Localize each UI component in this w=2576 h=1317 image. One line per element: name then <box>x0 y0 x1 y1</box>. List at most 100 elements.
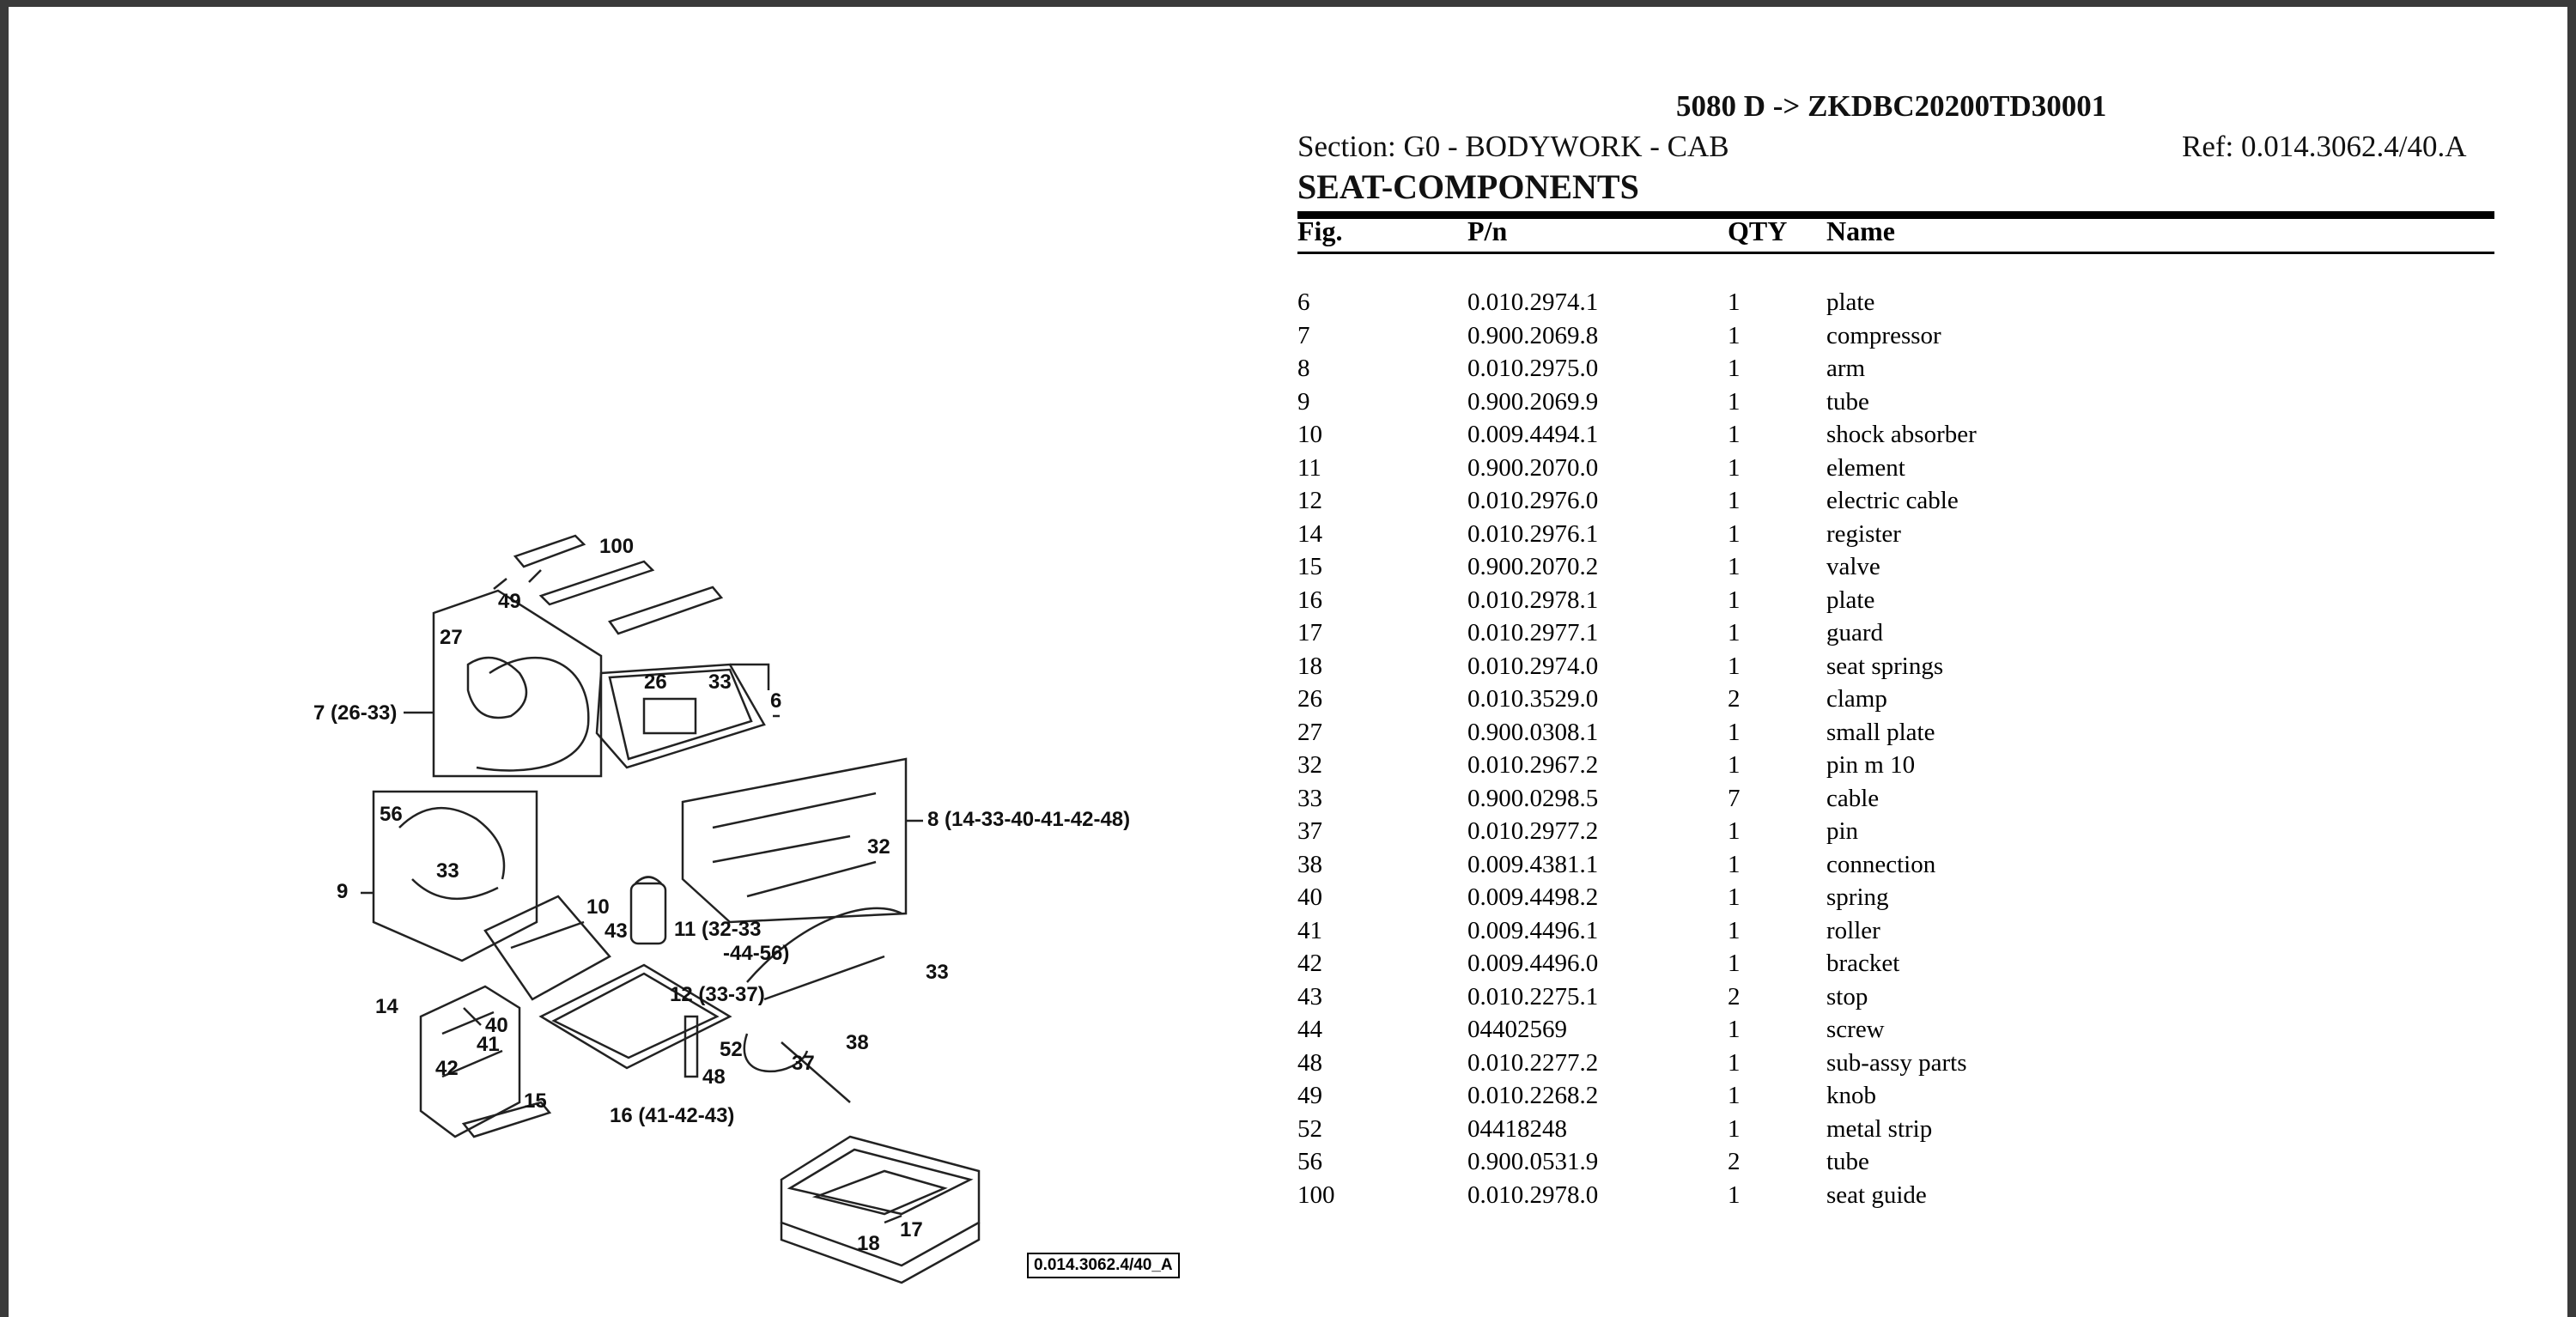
cell-qty: 1 <box>1728 387 1741 416</box>
cell-name: seat guide <box>1826 1180 1927 1209</box>
cell-part-number: 0.900.2069.9 <box>1467 387 1599 416</box>
cell-part-number: 0.900.2070.2 <box>1467 553 1599 580</box>
callout-15: 15 <box>524 1089 547 1113</box>
cell-name: knob <box>1826 1082 1876 1109</box>
table-row: 37 0.010.2977.2 1 pin <box>1297 815 2494 848</box>
model-heading: 5080 D -> ZKDBC20200TD30001 <box>1676 89 2107 123</box>
document-page: 5080 D -> ZKDBC20200TD30001 Section: G0 … <box>9 7 2567 1317</box>
cell-qty: 1 <box>1728 453 1741 482</box>
callout-37: 37 <box>792 1052 815 1075</box>
callout-42: 42 <box>435 1057 459 1080</box>
cell-fig: 43 <box>1297 982 1322 1011</box>
cell-name: pin <box>1826 817 1859 845</box>
cell-fig: 17 <box>1297 619 1322 646</box>
exploded-seat-diagram: 100 49 27 7 (26-33) 26 33 6 56 33 8 (14-… <box>313 534 1130 1284</box>
cell-part-number: 0.010.2978.1 <box>1467 586 1599 614</box>
cell-part-number: 0.010.2974.1 <box>1467 288 1599 316</box>
cell-part-number: 0.010.2975.0 <box>1467 355 1599 382</box>
callout-40: 40 <box>485 1014 508 1037</box>
callout-11-cont: -44-56) <box>723 942 789 965</box>
cell-name: plate <box>1826 288 1875 316</box>
cell-name: plate <box>1826 586 1875 614</box>
cell-part-number: 0.009.4496.1 <box>1467 916 1599 944</box>
reference-label: Ref: 0.014.3062.4/40.A <box>2182 130 2467 163</box>
cell-part-number: 04402569 <box>1467 1016 1567 1043</box>
cell-qty: 1 <box>1728 850 1741 878</box>
cell-qty: 1 <box>1728 586 1741 614</box>
cell-name: compressor <box>1826 321 1941 349</box>
cell-part-number: 0.010.2978.0 <box>1467 1180 1599 1209</box>
table-row: 16 0.010.2978.1 1 plate <box>1297 584 2494 617</box>
callout-11: 11 (32-33 <box>674 918 761 941</box>
cell-name: tube <box>1826 1148 1869 1175</box>
cell-name: small plate <box>1826 718 1935 746</box>
cell-name: roller <box>1826 916 1880 944</box>
cell-qty: 1 <box>1728 751 1741 779</box>
cell-fig: 16 <box>1297 586 1322 614</box>
callout-9: 9 <box>337 880 348 903</box>
cell-qty: 1 <box>1728 288 1741 316</box>
cell-part-number: 0.900.0308.1 <box>1467 718 1599 746</box>
cell-part-number: 0.900.0298.5 <box>1467 784 1599 812</box>
cell-part-number: 0.900.2069.8 <box>1467 321 1599 349</box>
cell-fig: 44 <box>1297 1016 1322 1043</box>
cell-name: seat springs <box>1826 652 1944 680</box>
cell-qty: 1 <box>1728 883 1741 911</box>
cell-qty: 1 <box>1728 718 1741 746</box>
cell-qty: 1 <box>1728 619 1741 646</box>
cell-part-number: 0.010.2974.0 <box>1467 652 1599 680</box>
cell-fig: 12 <box>1297 487 1322 514</box>
callout-8: 8 (14-33-40-41-42-48) <box>927 808 1130 831</box>
cell-part-number: 0.010.2277.2 <box>1467 1048 1599 1077</box>
callout-6: 6 <box>770 689 781 713</box>
cell-part-number: 0.010.2275.1 <box>1467 982 1599 1011</box>
cell-fig: 37 <box>1297 817 1322 845</box>
cell-qty: 1 <box>1728 652 1741 680</box>
cell-qty: 1 <box>1728 321 1741 349</box>
callout-10: 10 <box>586 895 610 919</box>
table-row: 27 0.900.0308.1 1 small plate <box>1297 716 2494 750</box>
cell-part-number: 04418248 <box>1467 1114 1567 1143</box>
cell-part-number: 0.900.2070.0 <box>1467 453 1599 482</box>
header-rule-thick <box>1297 211 2494 219</box>
cell-qty: 2 <box>1728 1148 1741 1175</box>
cell-part-number: 0.010.2977.2 <box>1467 817 1599 845</box>
cell-part-number: 0.010.3529.0 <box>1467 685 1599 713</box>
cell-fig: 100 <box>1297 1180 1335 1209</box>
cell-name: stop <box>1826 982 1868 1011</box>
cell-qty: 1 <box>1728 817 1741 845</box>
cell-fig: 27 <box>1297 718 1322 746</box>
callout-48: 48 <box>702 1065 726 1089</box>
cell-qty: 7 <box>1728 784 1741 812</box>
cell-name: electric cable <box>1826 487 1959 514</box>
col-header-qty: QTY <box>1728 215 1788 246</box>
callout-100: 100 <box>599 535 634 558</box>
callout-7: 7 (26-33) <box>313 701 397 725</box>
cell-qty: 2 <box>1728 685 1741 713</box>
cell-qty: 1 <box>1728 1082 1741 1109</box>
cell-part-number: 0.010.2976.0 <box>1467 487 1599 514</box>
section-label: Section: G0 - BODYWORK - CAB <box>1297 130 1729 163</box>
cell-name: sub-assy parts <box>1826 1048 1967 1077</box>
cell-qty: 1 <box>1728 553 1741 580</box>
cell-qty: 1 <box>1728 355 1741 382</box>
callout-32: 32 <box>867 835 890 859</box>
cell-qty: 1 <box>1728 421 1741 448</box>
cell-qty: 1 <box>1728 950 1741 977</box>
callout-27: 27 <box>440 626 463 649</box>
cell-part-number: 0.010.2977.1 <box>1467 619 1599 646</box>
cell-fig: 8 <box>1297 355 1310 382</box>
cell-fig: 10 <box>1297 421 1322 448</box>
cell-fig: 48 <box>1297 1048 1322 1077</box>
